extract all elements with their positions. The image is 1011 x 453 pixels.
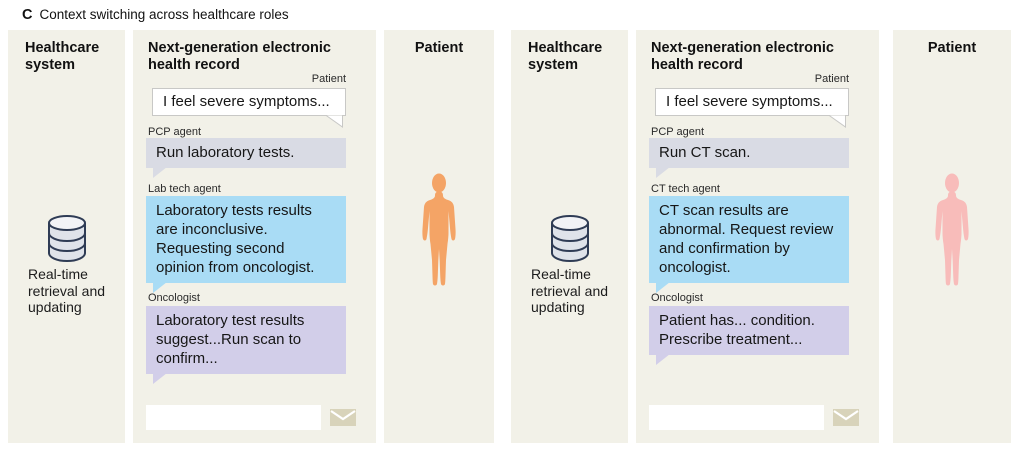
- chat-bubble-ct-tech-agent: CT scan results are abnormal. Request re…: [649, 196, 849, 293]
- chat-bubble-text: I feel severe symptoms...: [666, 93, 833, 110]
- sender-label-lab-tech-agent: Lab tech agent: [148, 183, 221, 195]
- column-title: Healthcare system: [25, 40, 100, 74]
- panel-title: Context switching across healthcare role…: [39, 7, 289, 22]
- message-input[interactable]: [649, 405, 824, 430]
- bubble-tail: [153, 282, 167, 293]
- chat-bubble-oncologist: Laboratory test results suggest...Run sc…: [146, 306, 346, 384]
- chat-bubble-text: Patient has... condition. Prescribe trea…: [659, 312, 815, 348]
- chat-bubble-text: CT scan results are abnormal. Request re…: [659, 202, 834, 276]
- bubble-tail: [656, 167, 670, 178]
- column-title: Patient: [414, 40, 464, 56]
- panel-caption: C Context switching across healthcare ro…: [22, 7, 289, 23]
- patient-column-2: Patient: [893, 30, 1011, 443]
- sender-label-pcp-agent: PCP agent: [651, 126, 705, 138]
- chat-bubble-text: Laboratory tests results are inconclusiv…: [156, 202, 315, 276]
- bubble-tail: [656, 354, 670, 365]
- bubble-tail: [153, 167, 167, 178]
- column-title: Patient: [927, 40, 977, 56]
- chat-bubble-pcp-agent: Run CT scan.: [649, 138, 849, 178]
- send-button[interactable]: [330, 409, 356, 426]
- sender-label-oncologist: Oncologist: [651, 292, 703, 304]
- database-icon: [45, 214, 89, 267]
- healthcare-system-column-1: Healthcare system Real-time retrieval an…: [8, 30, 125, 443]
- ehr-column-2: Next-generation electronic health record…: [636, 30, 879, 443]
- bubble-tail: [656, 282, 670, 293]
- column-title: Next-generation electronic health record: [651, 40, 834, 74]
- chat-bubble-patient: I feel severe symptoms...: [655, 88, 849, 128]
- healthcare-system-column-2: Healthcare system Real-time retrieval an…: [511, 30, 628, 443]
- envelope-send-icon: [833, 409, 859, 426]
- panel-label: C: [22, 7, 33, 23]
- human-figure: [417, 173, 461, 287]
- database-caption: Real-time retrieval and updating: [28, 266, 106, 316]
- chat-bubble-pcp-agent: Run laboratory tests.: [146, 138, 346, 178]
- chat-bubble-text: I feel severe symptoms...: [163, 93, 330, 110]
- human-figure: [930, 173, 974, 287]
- sender-label-oncologist: Oncologist: [148, 292, 200, 304]
- column-title: Next-generation electronic health record: [148, 40, 331, 74]
- sender-label-pcp-agent: PCP agent: [148, 126, 202, 138]
- send-button[interactable]: [833, 409, 859, 426]
- chat-bubble-text: Run laboratory tests.: [156, 144, 295, 161]
- chat-bubble-lab-tech-agent: Laboratory tests results are inconclusiv…: [146, 196, 346, 293]
- column-title: Healthcare system: [528, 40, 603, 74]
- chat-bubble-patient: I feel severe symptoms...: [152, 88, 346, 128]
- bubble-tail: [325, 115, 343, 128]
- patient-column-1: Patient: [384, 30, 494, 443]
- bubble-tail: [828, 115, 846, 128]
- chat-bubble-text: Laboratory test results suggest...Run sc…: [156, 312, 305, 367]
- database-caption: Real-time retrieval and updating: [531, 266, 609, 316]
- message-input[interactable]: [146, 405, 321, 430]
- chat-bubble-text: Run CT scan.: [659, 144, 751, 161]
- chat-bubble-oncologist: Patient has... condition. Prescribe trea…: [649, 306, 849, 365]
- bubble-tail: [153, 373, 167, 384]
- ehr-column-1: Next-generation electronic health record…: [133, 30, 376, 443]
- envelope-send-icon: [330, 409, 356, 426]
- sender-label-ct-tech-agent: CT tech agent: [651, 183, 720, 195]
- database-icon: [548, 214, 592, 267]
- sender-label-patient: Patient: [814, 73, 849, 85]
- sender-label-patient: Patient: [311, 73, 346, 85]
